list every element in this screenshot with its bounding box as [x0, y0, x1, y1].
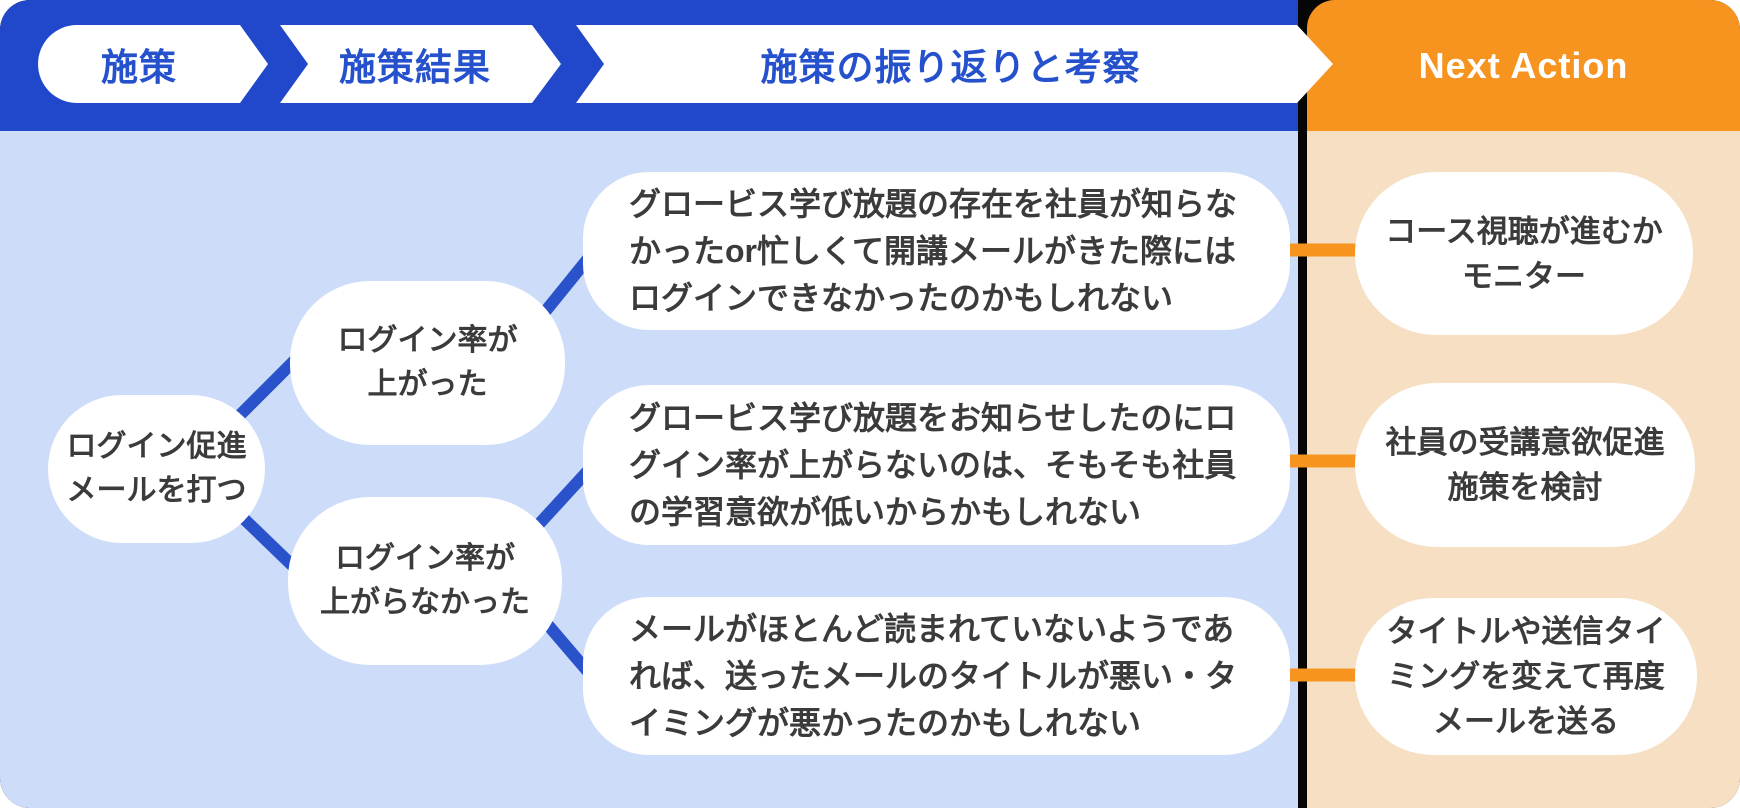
reflection-node-1: グロービス学び放題の存在を社員が知らな かったor忙しくて開講メールがきた際には… [583, 172, 1290, 330]
reflection-node-2: グロービス学び放題をお知らせしたのにロ グイン率が上がらないのは、そもそも社員 … [583, 385, 1290, 545]
connector-measure-to-result2 [234, 509, 303, 576]
step-label-result: 施策結果 [339, 47, 491, 88]
next-action-node-3: タイトルや送信タイ ミングを変えて再度 メールを送る [1355, 598, 1697, 755]
next-action-header-bar: Next Action [1307, 0, 1740, 131]
step-arrow-3 [576, 25, 1333, 103]
next-action-node-2: 社員の受講意欲促進 施策を検討 [1355, 383, 1695, 547]
result-node-login-rate-flat: ログイン率が 上がらなかった [288, 497, 562, 665]
next-action-node-1: コース視聴が進むか モニター [1355, 172, 1693, 335]
measure-node: ログイン促進 メールを打つ [48, 395, 265, 543]
step-arrow-2 [280, 25, 561, 103]
step-arrows [38, 25, 1333, 103]
reflection-node-3: メールがほとんど読まれていないようであ れば、送ったメールのタイトルが悪い・タ … [583, 597, 1290, 755]
result-node-login-rate-up: ログイン率が 上がった [290, 281, 565, 445]
next-action-title: Next Action [1418, 44, 1629, 86]
step-label-measure: 施策 [101, 47, 177, 88]
step-arrow-1 [38, 25, 268, 103]
step-label-reflection: 施策の振り返りと考察 [760, 47, 1141, 88]
